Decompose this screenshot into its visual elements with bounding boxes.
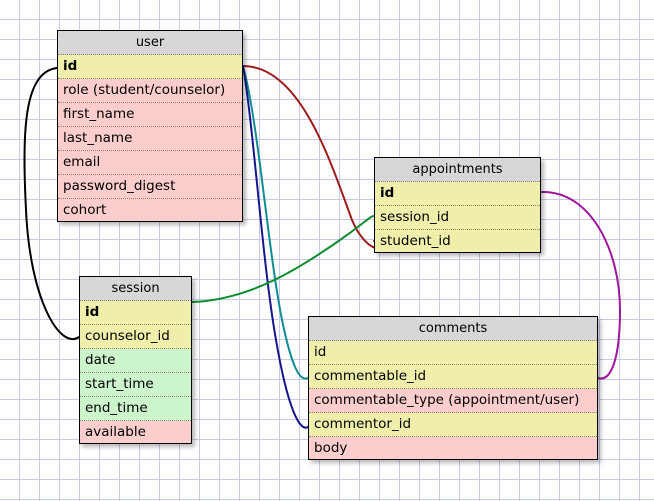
entity-title-comments: comments	[309, 317, 597, 341]
attribute-comments-id[interactable]: id	[309, 341, 597, 365]
attribute-session-date[interactable]: date	[80, 349, 191, 373]
attribute-session-end_time[interactable]: end_time	[80, 397, 191, 421]
relationship-user-id-to-appointments-student-id[interactable]	[242, 65, 382, 250]
entity-title-user: user	[58, 31, 242, 55]
attribute-user-cohort[interactable]: cohort	[58, 199, 242, 221]
attribute-appointments-id[interactable]: id	[375, 182, 540, 206]
attribute-session-id[interactable]: id	[80, 301, 191, 325]
attribute-session-available[interactable]: available	[80, 421, 191, 443]
attribute-comments-commentor_id[interactable]: commentor_id	[309, 413, 597, 437]
relationship-appointments-id-to-comments-commentable-id[interactable]	[540, 190, 622, 380]
entity-title-session: session	[80, 277, 191, 301]
relationship-user-id-to-comments-commentable-id[interactable]	[242, 65, 309, 380]
relationship-session-id-to-appointments-session-id[interactable]	[191, 215, 375, 303]
attribute-user-role[interactable]: role (student/counselor)	[58, 79, 242, 103]
relationship-user-id-to-session-counselor-id[interactable]	[23, 67, 80, 340]
attribute-user-email[interactable]: email	[58, 151, 242, 175]
attribute-user-id[interactable]: id	[58, 55, 242, 79]
attribute-user-last_name[interactable]: last_name	[58, 127, 242, 151]
attribute-user-password_digest[interactable]: password_digest	[58, 175, 242, 199]
attribute-session-start_time[interactable]: start_time	[80, 373, 191, 397]
entity-title-appointments: appointments	[375, 158, 540, 182]
relationship-user-id-to-comments-commentor-id[interactable]	[242, 65, 309, 429]
attribute-comments-commentable_id[interactable]: commentable_id	[309, 365, 597, 389]
attribute-appointments-session_id[interactable]: session_id	[375, 206, 540, 230]
attribute-user-first_name[interactable]: first_name	[58, 103, 242, 127]
attribute-comments-commentable_type[interactable]: commentable_type (appointment/user)	[309, 389, 597, 413]
attribute-appointments-student_id[interactable]: student_id	[375, 230, 540, 252]
attribute-session-counselor_id[interactable]: counselor_id	[80, 325, 191, 349]
attribute-comments-body[interactable]: body	[309, 437, 597, 459]
